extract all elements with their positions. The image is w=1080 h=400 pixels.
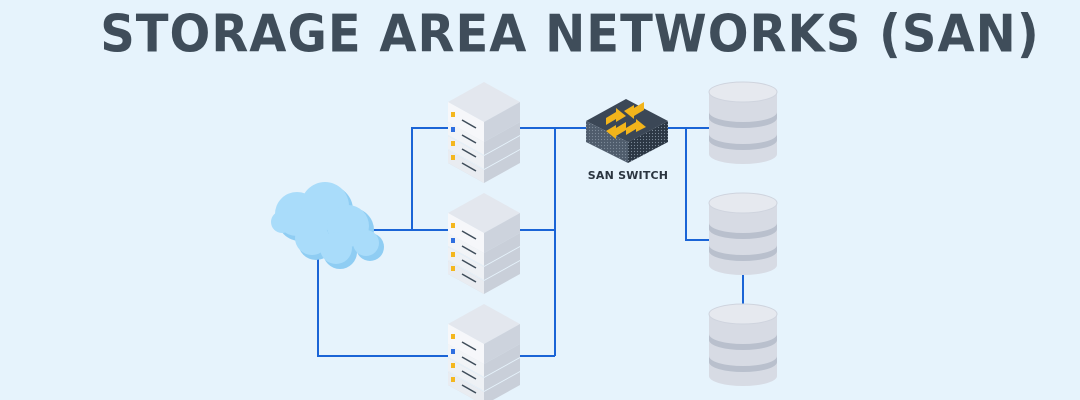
database-icon — [708, 303, 778, 387]
arrows-icon — [606, 102, 646, 139]
cloud-icon — [271, 182, 384, 269]
link-cloud-server-3 — [317, 255, 448, 357]
server-icon — [447, 303, 521, 400]
server-icon — [448, 82, 520, 183]
connection-lines — [317, 127, 744, 357]
database-icon — [708, 81, 778, 164]
server-icon — [447, 192, 521, 295]
diagram-title: STORAGE AREA NETWORKS (SAN) — [100, 4, 1040, 65]
switch-label: SAN SWITCH — [587, 169, 669, 182]
link-cloud-server-1 — [368, 127, 448, 231]
network-switch-icon — [586, 99, 668, 163]
database-icon — [708, 192, 778, 276]
link-switch-storage-2 — [685, 128, 710, 241]
